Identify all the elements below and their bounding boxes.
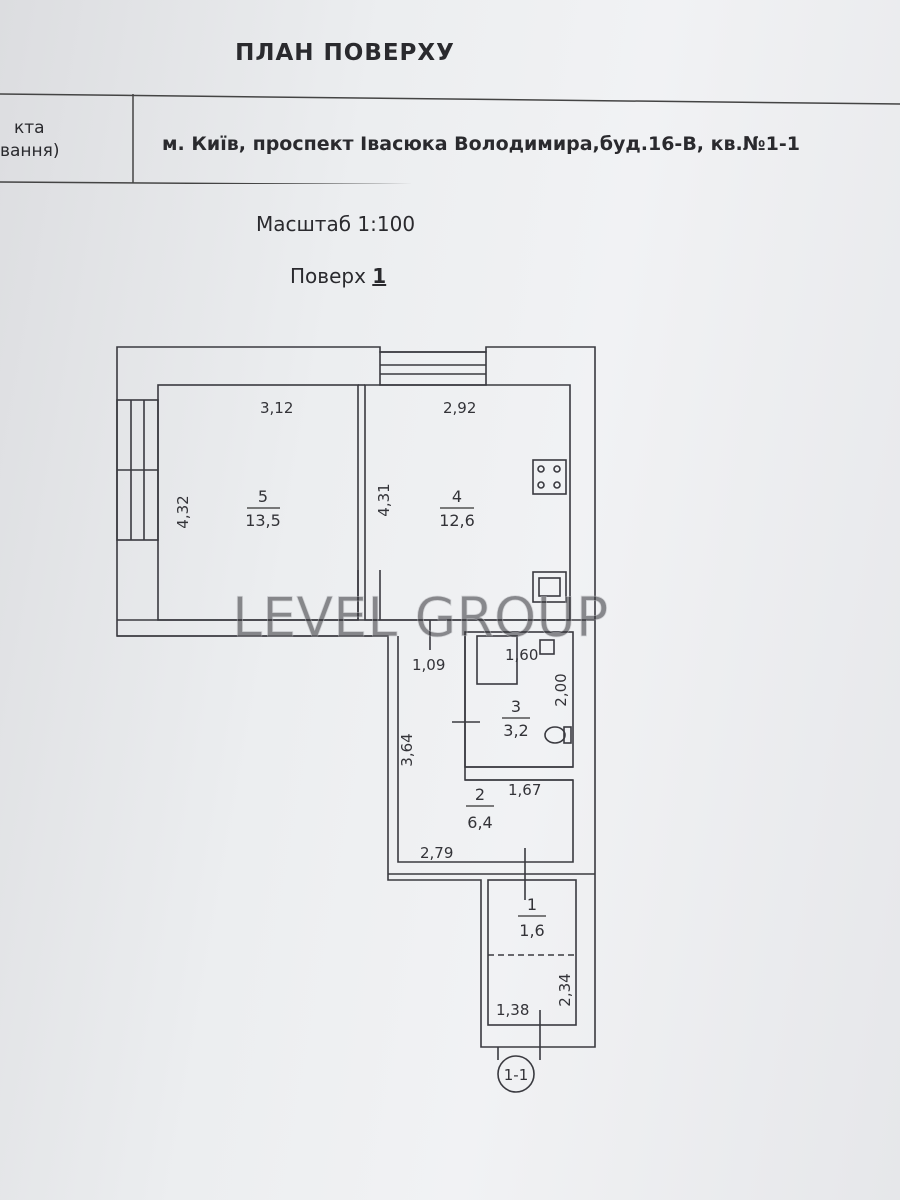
floor-label-text: Поверх: [290, 264, 373, 288]
section-marker-circle: [497, 1055, 535, 1093]
room-1-label: 1 1,6: [518, 895, 546, 940]
stove-icon: [532, 459, 567, 495]
floor-number: 1: [372, 264, 387, 288]
room-5-number: 5: [258, 487, 268, 506]
dim-room2-width: 2,79: [420, 844, 453, 862]
room-5-area: 13,5: [245, 511, 281, 530]
dim-room5-height: 4,32: [174, 495, 192, 528]
room-1-number: 1: [527, 895, 537, 914]
page-title: ПЛАН ПОВЕРХУ: [235, 40, 455, 66]
room-2-number: 2: [475, 785, 485, 804]
room-3-area: 3,2: [503, 721, 528, 740]
address-text: м. Київ, проспект Івасюка Володимира,буд…: [162, 133, 800, 155]
toilet-icon: [544, 726, 566, 744]
room-4-area: 12,6: [439, 511, 475, 530]
kitchen-sink-icon: [532, 571, 567, 603]
washbasin-icon: [539, 639, 555, 655]
outer-wall: [116, 346, 596, 1048]
dim-room2-mid: 1,67: [508, 781, 541, 799]
room-1-outline: [487, 879, 577, 1026]
floor-label: Поверх 1: [290, 264, 386, 288]
section-marker-label: 1-1: [504, 1066, 529, 1084]
object-label-fragment-2: вання): [0, 141, 60, 161]
dim-room3-width: 1,60: [505, 646, 538, 664]
window-top: [379, 351, 487, 386]
room-5-label: 5 13,5: [245, 487, 281, 530]
header-table-lines: [0, 93, 900, 184]
dim-room4-height: 4,31: [375, 483, 393, 516]
room-4-label: 4 12,6: [439, 487, 475, 530]
room-4-number: 4: [452, 487, 462, 506]
dim-room2-height: 3,64: [398, 733, 416, 766]
bathtub-icon: [476, 635, 518, 685]
scale-label: Масштаб 1:100: [256, 212, 416, 236]
room-1-area: 1,6: [519, 921, 544, 940]
object-label-fragment-1: кта: [14, 118, 45, 138]
dim-room2-top: 1,09: [412, 656, 445, 674]
watermark: LEVEL GROUP: [232, 586, 609, 650]
dim-room1-width: 1,38: [496, 1001, 529, 1019]
watermark-text: LEVEL GROUP: [232, 586, 608, 649]
dim-room1-height: 2,34: [556, 973, 574, 1006]
room-3-number: 3: [511, 697, 521, 716]
dim-room3-height: 2,00: [552, 673, 570, 706]
room-3-label: 3 3,2: [502, 697, 530, 740]
room-2-area: 6,4: [467, 813, 492, 832]
dim-room5-width: 3,12: [260, 399, 293, 417]
room-2-label: 2 6,4: [466, 785, 494, 832]
dim-room4-width: 2,92: [443, 399, 476, 417]
